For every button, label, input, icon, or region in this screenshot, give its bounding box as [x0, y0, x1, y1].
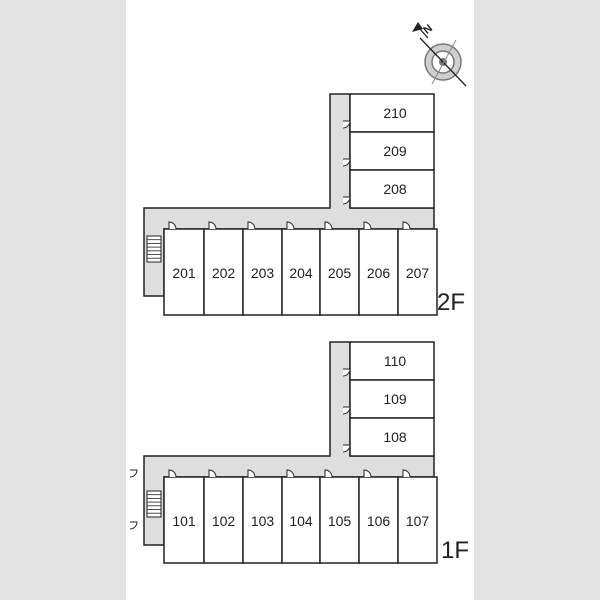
- room-107: [397, 476, 438, 564]
- door-icon: [342, 444, 351, 453]
- room-label-107: 107: [406, 513, 430, 529]
- floor-1f-plan: 110 109 108 101 102 103 104 105 106 107 1F: [129, 341, 469, 564]
- room-106: [358, 476, 399, 564]
- door-icon: [402, 469, 411, 478]
- room-label-208: 208: [383, 181, 407, 197]
- door-icon: [342, 120, 351, 129]
- room-label-201: 201: [172, 265, 196, 281]
- room-label-210: 210: [383, 105, 407, 121]
- room-label-108: 108: [383, 429, 407, 445]
- room-label-103: 103: [251, 513, 275, 529]
- room-205: [319, 228, 360, 316]
- door-icon: [342, 158, 351, 167]
- door-icon: [342, 406, 351, 415]
- floor-2f-plan: 210 209 208 201 202 203 204 205 206 207 2F: [143, 93, 465, 316]
- door-icon: [247, 221, 256, 230]
- room-208: [349, 169, 435, 209]
- room-203: [242, 228, 283, 316]
- door-icon: [363, 469, 372, 478]
- door-icon: [208, 221, 217, 230]
- door-icon: [363, 221, 372, 230]
- room-210: [349, 93, 435, 133]
- door-icon: [168, 221, 177, 230]
- room-label-106: 106: [367, 513, 391, 529]
- room-label-207: 207: [406, 265, 430, 281]
- room-label-203: 203: [251, 265, 275, 281]
- room-201: [163, 228, 205, 316]
- room-108: [349, 417, 435, 457]
- room-label-104: 104: [289, 513, 313, 529]
- door-icon: [208, 469, 217, 478]
- room-207: [397, 228, 438, 316]
- room-label-209: 209: [383, 143, 407, 159]
- room-label-204: 204: [289, 265, 313, 281]
- room-label-105: 105: [328, 513, 352, 529]
- room-label-101: 101: [172, 513, 196, 529]
- room-label-109: 109: [383, 391, 407, 407]
- door-icon: [286, 221, 295, 230]
- room-101: [163, 476, 205, 564]
- stairs-icon: [146, 490, 162, 518]
- room-110: [349, 341, 435, 381]
- room-104: [281, 476, 321, 564]
- room-204: [281, 228, 321, 316]
- compass-north-label: N: [421, 22, 435, 36]
- room-label-205: 205: [328, 265, 352, 281]
- door-icon: [129, 521, 138, 530]
- door-icon: [342, 368, 351, 377]
- room-label-206: 206: [367, 265, 391, 281]
- door-icon: [129, 469, 138, 478]
- room-label-202: 202: [212, 265, 236, 281]
- floor-label-2f: 2F: [437, 289, 465, 316]
- door-icon: [247, 469, 256, 478]
- room-label-102: 102: [212, 513, 236, 529]
- door-icon: [324, 469, 333, 478]
- door-icon: [342, 196, 351, 205]
- door-icon: [402, 221, 411, 230]
- room-209: [349, 131, 435, 171]
- door-icon: [286, 469, 295, 478]
- stairs-icon: [146, 235, 162, 263]
- compass-icon: N: [412, 22, 467, 87]
- floor-label-1f: 1F: [441, 537, 469, 564]
- room-label-110: 110: [384, 353, 407, 369]
- door-icon: [324, 221, 333, 230]
- door-icon: [168, 469, 177, 478]
